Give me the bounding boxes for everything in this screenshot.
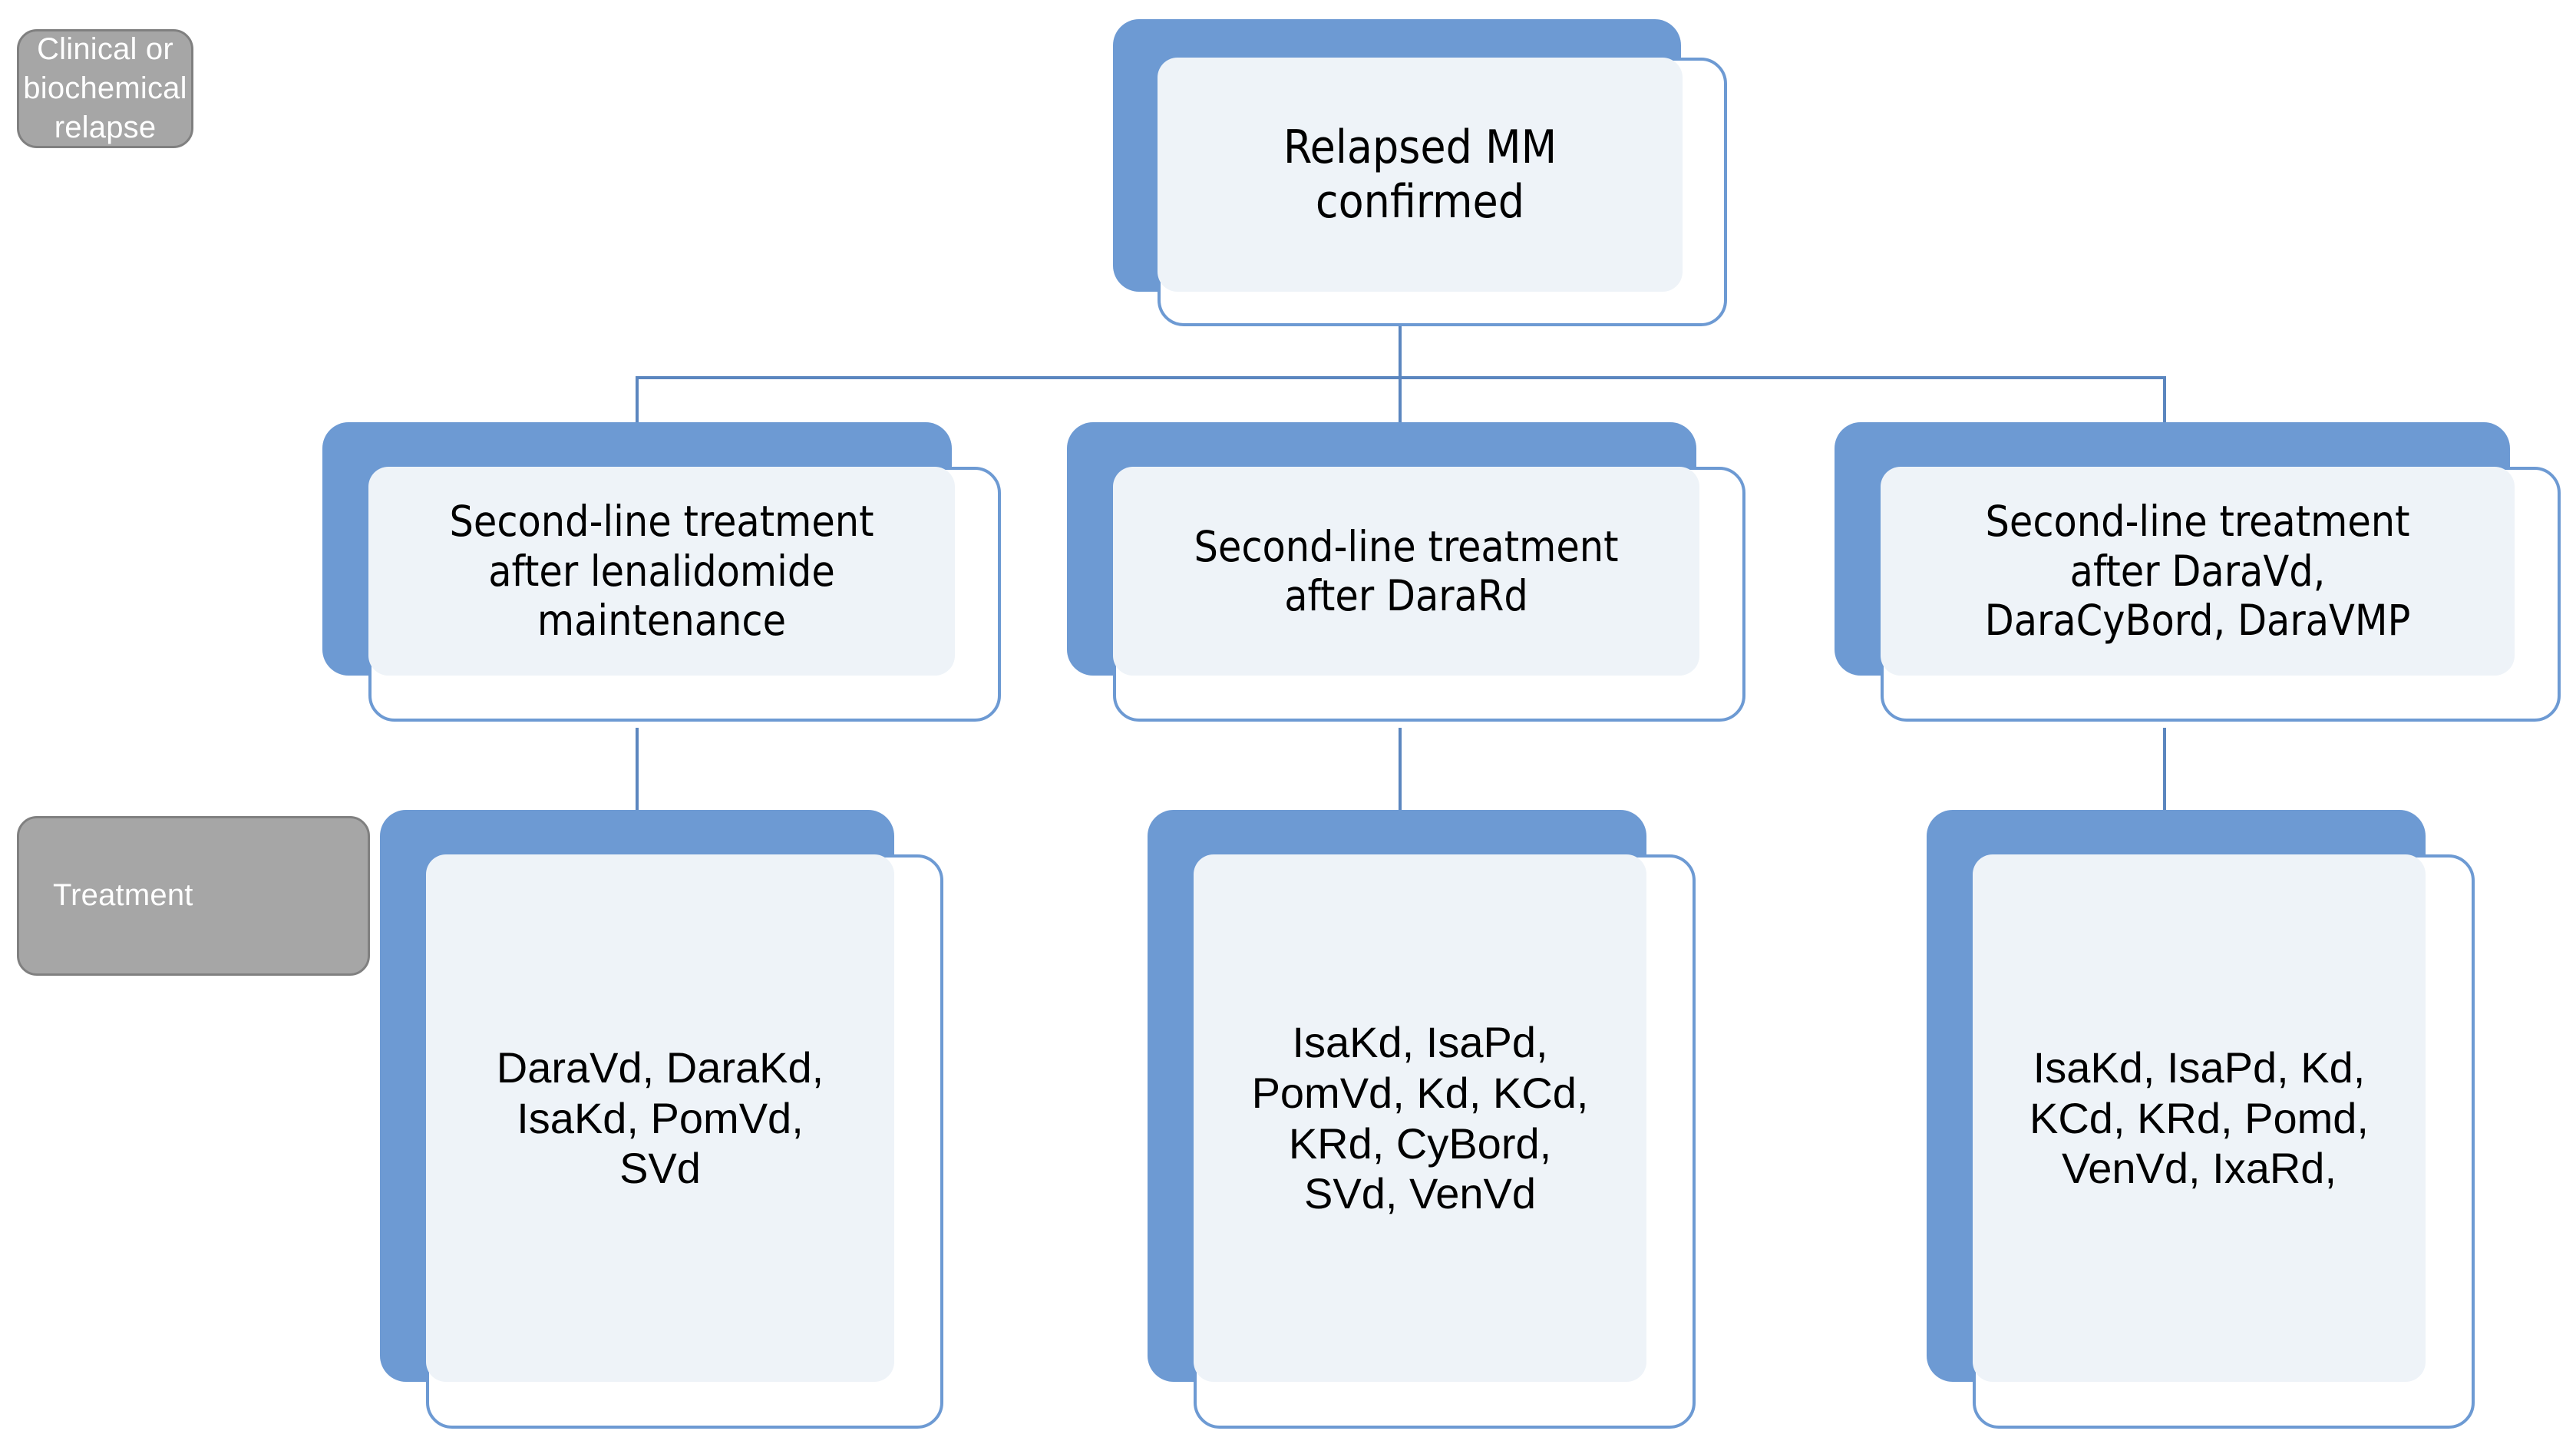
node-label: IsaKd, IsaPd, PomVd, Kd, KCd, KRd, CyBor… — [1251, 1018, 1589, 1218]
node-label: DaraVd, DaraKd, IsaKd, PomVd, SVd — [496, 1043, 824, 1193]
node-label: Second-line treatment after DaraRd — [1194, 521, 1619, 620]
node-second-line-after-dararad[interactable]: Second-line treatment after DaraRd — [1067, 422, 1758, 729]
node-relapsed-mm-confirmed[interactable]: Relapsed MM confirmed — [1113, 19, 1727, 326]
connector-branch-2-to-treatment-2 — [1399, 728, 1402, 814]
node-label: Second-line treatment after DaraVd, Dara… — [1984, 497, 2411, 646]
connector-drop-branch-3 — [2163, 376, 2166, 422]
connector-drop-branch-2 — [1399, 376, 1402, 422]
node-panel: DaraVd, DaraKd, IsaKd, PomVd, SVd — [426, 854, 894, 1382]
node-treatment-options-1[interactable]: DaraVd, DaraKd, IsaKd, PomVd, SVd — [380, 810, 963, 1432]
stage-label-text: Treatment — [53, 878, 193, 913]
connector-branch-3-to-treatment-3 — [2163, 728, 2166, 814]
connector-root-stem — [1399, 316, 1402, 378]
node-panel: Second-line treatment after DaraVd, Dara… — [1881, 467, 2515, 676]
connector-drop-branch-1 — [636, 376, 639, 422]
node-label: Second-line treatment after lenalidomide… — [449, 497, 874, 646]
connector-branch-1-to-treatment-1 — [636, 728, 639, 814]
node-panel: Relapsed MM confirmed — [1158, 58, 1683, 292]
node-panel: IsaKd, IsaPd, Kd, KCd, KRd, Pomd, VenVd,… — [1973, 854, 2426, 1382]
node-second-line-after-lenalidomide-maintenance[interactable]: Second-line treatment after lenalidomide… — [322, 422, 1013, 729]
node-treatment-options-3[interactable]: IsaKd, IsaPd, Kd, KCd, KRd, Pomd, VenVd,… — [1927, 810, 2495, 1432]
node-second-line-after-daravd-daracybord-daravmp[interactable]: Second-line treatment after DaraVd, Dara… — [1835, 422, 2576, 729]
node-treatment-options-2[interactable]: IsaKd, IsaPd, PomVd, Kd, KCd, KRd, CyBor… — [1148, 810, 1716, 1432]
stage-label-clinical-or-biochemical-relapse: Clinical or biochemical relapse — [17, 29, 193, 148]
stage-label-text: Clinical or biochemical relapse — [23, 31, 187, 145]
node-panel: Second-line treatment after DaraRd — [1113, 467, 1699, 676]
node-label: Relapsed MM confirmed — [1283, 121, 1557, 229]
node-panel: Second-line treatment after lenalidomide… — [368, 467, 955, 676]
node-panel: IsaKd, IsaPd, PomVd, Kd, KCd, KRd, CyBor… — [1194, 854, 1646, 1382]
stage-label-treatment: Treatment — [17, 816, 370, 976]
node-label: IsaKd, IsaPd, Kd, KCd, KRd, Pomd, VenVd,… — [2029, 1043, 2369, 1193]
